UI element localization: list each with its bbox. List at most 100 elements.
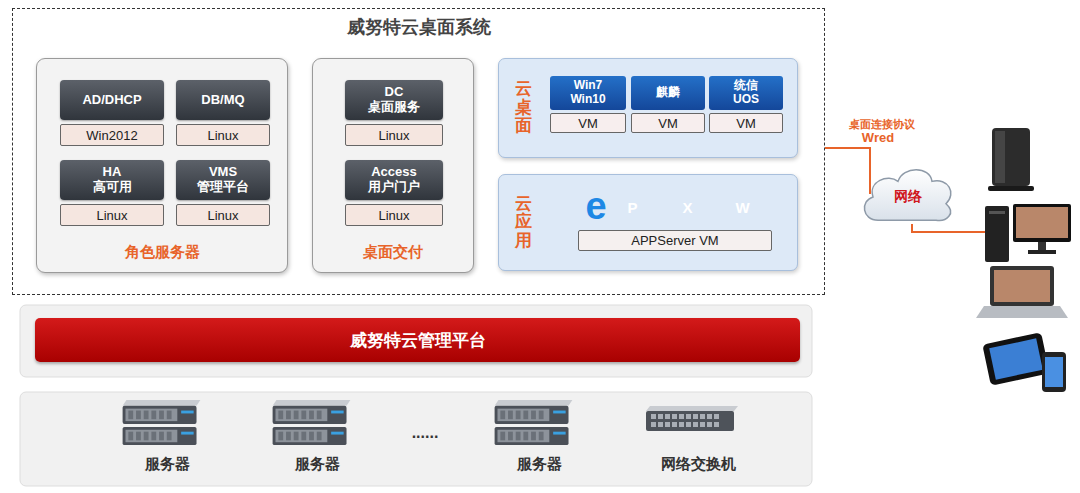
- os-footer: VM: [631, 113, 705, 133]
- switch-icon-part-part: [693, 414, 698, 419]
- os-name: VM: [578, 116, 598, 131]
- desktop-pc-part: [1028, 250, 1056, 254]
- frame-title: 威努特云桌面系统: [13, 15, 824, 39]
- system-frame: AD/DHCPWin2012DB/MQLinuxHA 高可用LinuxVMS 管…: [12, 8, 825, 295]
- os-name: VM: [736, 116, 756, 131]
- thin-client-part: [992, 128, 1030, 186]
- role-card: DB/MQ Linux: [176, 80, 270, 146]
- role-card: DC 桌面服务 Linux: [345, 80, 443, 146]
- laptop-part: [990, 266, 1054, 306]
- ellipsis: ......: [412, 424, 439, 441]
- desktop-pc-part: [985, 206, 1009, 262]
- switch-icon-part: [646, 411, 734, 431]
- server-icon: [495, 400, 573, 445]
- role-name: 统信 UOS: [733, 79, 759, 107]
- switch-icon-part-part: [665, 414, 670, 419]
- tablet-phone: [982, 332, 1066, 392]
- laptop: [976, 266, 1068, 318]
- group-panel: AD/DHCPWin2012DB/MQLinuxHA 高可用LinuxVMS 管…: [36, 58, 288, 273]
- role-header: DB/MQ: [176, 80, 270, 120]
- switch-icon-part-part: [679, 414, 684, 419]
- group-label: 云应用: [515, 194, 532, 250]
- platform-name: 威努特云管理平台: [350, 329, 486, 352]
- desktop-vm-card: 统信 UOS VM: [709, 76, 783, 133]
- switch-icon-part-part: [700, 414, 705, 419]
- network-cloud: 网络: [858, 160, 958, 228]
- cloud-panel: Win7 Win10VM 麒麟 VM 统信 UOS VM 云桌面: [498, 58, 798, 158]
- switch-icon-part-part: [679, 422, 684, 427]
- os-footer: Linux: [176, 204, 270, 226]
- os-name: Linux: [378, 208, 409, 223]
- os-name: Win2012: [86, 128, 137, 143]
- switch-icon-part-part: [707, 422, 712, 427]
- role-card: AD/DHCP Win2012: [60, 80, 164, 146]
- laptop-part: [976, 306, 1068, 318]
- hardware-item: 网络交换机: [642, 398, 754, 478]
- hardware-name: 服务器: [261, 455, 373, 474]
- browser-icon-letter-box: e: [578, 186, 614, 226]
- role-header: DC 桌面服务: [345, 80, 443, 120]
- switch-icon-part: [646, 406, 738, 411]
- thin-client-part: [995, 131, 1005, 183]
- hardware-name: 服务器: [483, 455, 595, 474]
- os-footer: Linux: [176, 124, 270, 146]
- hardware-item: 服务器: [261, 398, 373, 478]
- switch-icon-part: [651, 414, 719, 427]
- client-link: [912, 224, 985, 232]
- app-icon-letter-box: P: [622, 198, 643, 218]
- group-panel: DC 桌面服务LinuxAccess 用户门户Linux桌面交付: [312, 58, 474, 273]
- role-name: DC 桌面服务: [368, 85, 420, 115]
- group-label: 桌面交付: [313, 243, 473, 262]
- os-name: Linux: [207, 128, 238, 143]
- switch-icon-part-part: [658, 422, 663, 427]
- hardware-item: 服务器: [483, 398, 595, 478]
- desktop-pc-part: [1013, 204, 1071, 242]
- desktop-pc-part: [1038, 242, 1046, 250]
- switch-icon-part-part: [665, 422, 670, 427]
- app-icon-letter-box: W: [732, 198, 753, 218]
- platform-band: [20, 305, 812, 377]
- server-icon: [273, 400, 351, 445]
- protocol-link: [825, 148, 870, 194]
- group-label: 角色服务器: [37, 243, 287, 262]
- tablet-phone-part: [1045, 357, 1063, 387]
- os-footer: Linux: [345, 204, 443, 226]
- ellipsis-box: ......: [400, 424, 450, 442]
- os-footer: Win2012: [60, 124, 164, 146]
- os-name: Linux: [96, 208, 127, 223]
- network-label: 网络: [894, 188, 922, 206]
- app-server-name: APPServer VM: [631, 233, 718, 248]
- switch-icon-part-part: [714, 422, 719, 427]
- management-bar: 威努特云管理平台: [35, 318, 800, 362]
- role-header: HA 高可用: [60, 160, 164, 200]
- protocol-name: Wred: [862, 130, 894, 145]
- role-name: HA 高可用: [93, 165, 132, 195]
- switch-icon-part-part: [686, 422, 691, 427]
- app-icon-letter: P: [627, 199, 637, 216]
- switch-icon-part-part: [651, 422, 656, 427]
- role-name: 麒麟: [656, 86, 680, 100]
- role-header: VMS 管理平台: [176, 160, 270, 200]
- app-server-box: APPServer VM: [578, 230, 772, 251]
- role-name: VMS 管理平台: [197, 165, 249, 195]
- role-header: AD/DHCP: [60, 80, 164, 120]
- switch-icon-part-part: [693, 422, 698, 427]
- hardware-name: 服务器: [111, 455, 223, 474]
- os-footer: Linux: [345, 124, 443, 146]
- role-header: 麒麟: [631, 76, 705, 110]
- group-label: 云桌面: [515, 80, 532, 136]
- role-name: Access 用户门户: [368, 165, 420, 195]
- switch-icon-part-part: [672, 414, 677, 419]
- desktop-vm-card: Win7 Win10VM: [550, 76, 626, 133]
- thin-client-part: [988, 186, 1034, 191]
- switch-icon-part-part: [672, 422, 677, 427]
- thin-client: [988, 128, 1034, 191]
- tablet-phone-part: [982, 332, 1049, 386]
- role-header: Access 用户门户: [345, 160, 443, 200]
- os-footer: VM: [550, 113, 626, 133]
- switch-icon-part-part: [707, 414, 712, 419]
- desktop-pc: [985, 204, 1071, 262]
- app-icon-letter: W: [735, 199, 749, 216]
- switch-icon-part-part: [651, 414, 656, 419]
- laptop-part: [994, 270, 1050, 302]
